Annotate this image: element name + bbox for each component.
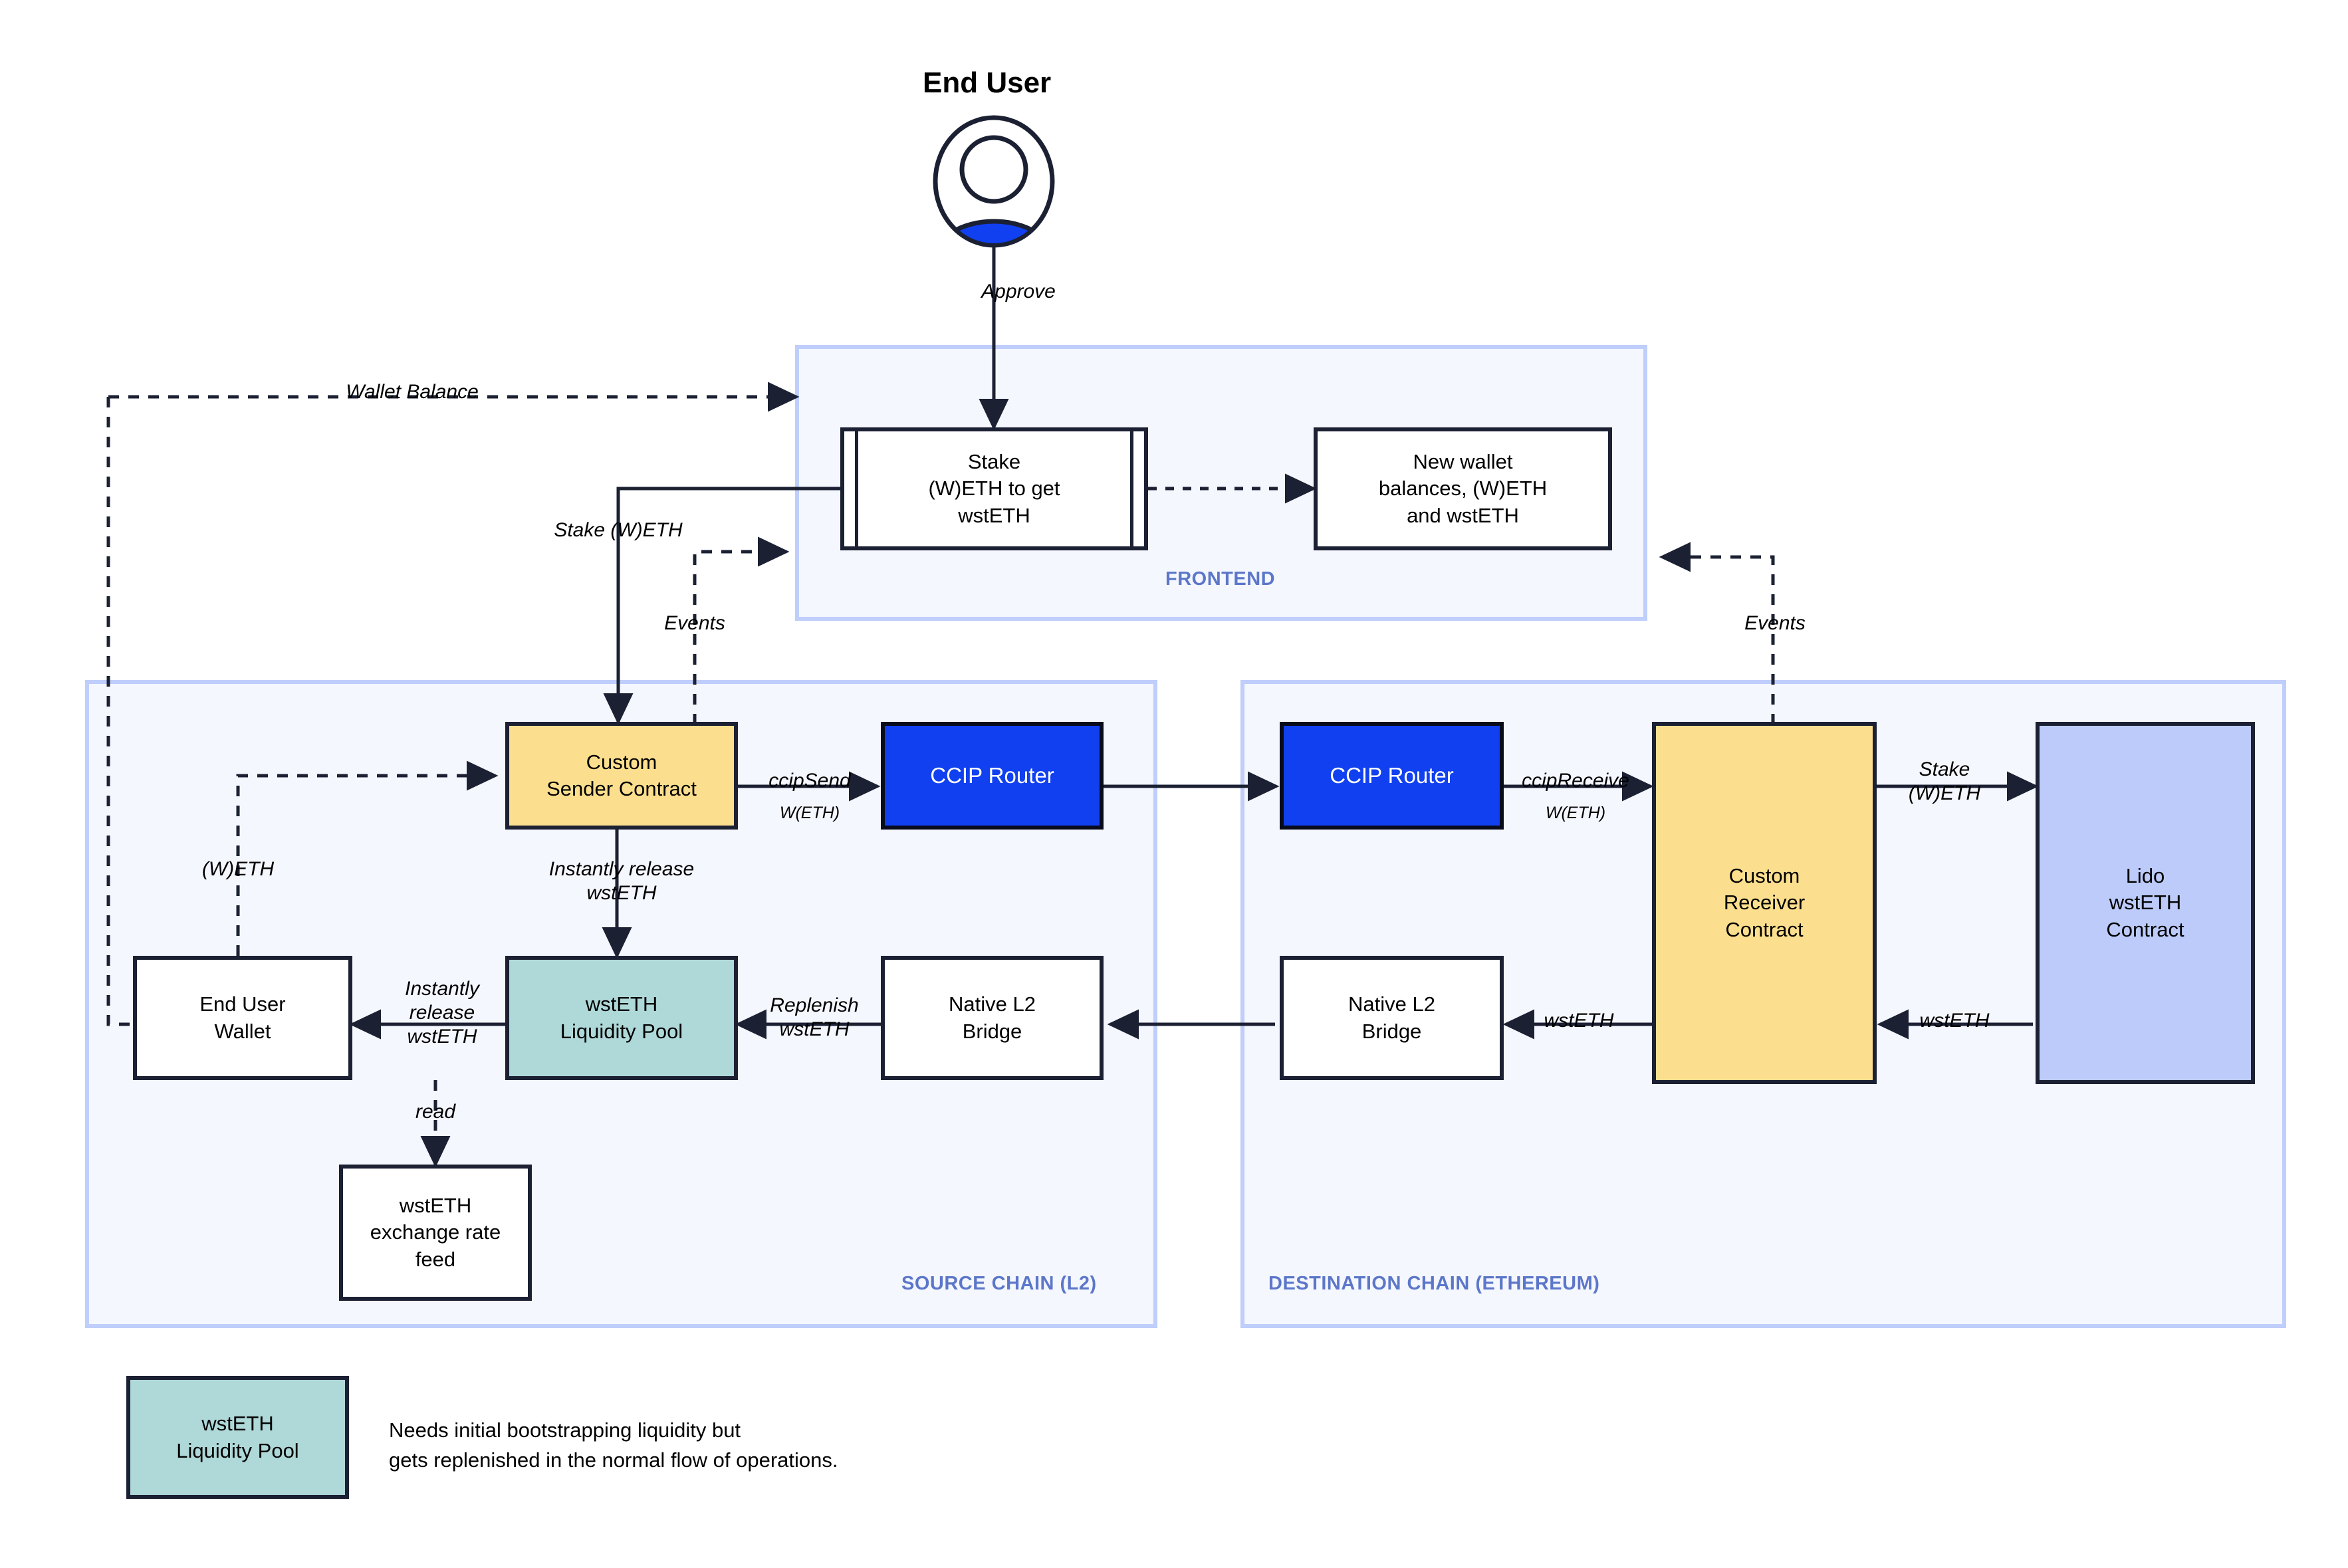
node-receiver-contract-label: Custom Receiver Contract [1723, 864, 1806, 941]
edge-label-wallet-balance: Wallet Balance [346, 381, 479, 403]
edge-label-ccip-receive: ccipReceive [1522, 770, 1629, 792]
zone-label-destination-chain: DESTINATION CHAIN (ETHEREUM) [1268, 1273, 1600, 1294]
zone-label-frontend: FRONTEND [1165, 568, 1276, 590]
edge-label-stake-weth-destination: Stake (W)ETH [1908, 758, 1981, 804]
edge-label-replenish-wsteth: Replenish wstETH [770, 994, 859, 1040]
edge-label-events-source: Events [664, 612, 725, 634]
node-native-bridge-source-label: Native L2 Bridge [949, 992, 1036, 1043]
node-stake-form[interactable]: Stake (W)ETH to get wstETH [840, 427, 1148, 550]
node-ccip-router-source-label: CCIP Router [930, 762, 1054, 788]
legend-note: Needs initial bootstrapping liquidity bu… [389, 1418, 838, 1472]
node-new-balances-label: New wallet balances, (W)ETH and wstETH [1378, 450, 1548, 527]
node-lido-contract-label: Lido wstETH Contract [2106, 864, 2184, 941]
node-rate-feed-label: wstETH exchange rate feed [370, 1194, 501, 1271]
legend-swatch-liquidity-pool: wstETH Liquidity Pool [126, 1376, 349, 1499]
node-end-user-wallet-label: End User Wallet [199, 992, 286, 1043]
edge-label-read: read [415, 1101, 456, 1123]
node-ccip-router-source[interactable]: CCIP Router [881, 722, 1104, 830]
edge-label-weth: (W)ETH [201, 858, 275, 880]
node-stake-form-label: Stake (W)ETH to get wstETH [928, 450, 1060, 527]
node-sender-contract-label: Custom Sender Contract [546, 750, 697, 800]
edge-label-wsteth-receiver-to-bridge: wstETH [1544, 1010, 1614, 1032]
edge-label-instantly-release-wsteth-vertical: Instantly release wstETH [548, 858, 695, 904]
node-liquidity-pool-label: wstETH Liquidity Pool [560, 992, 683, 1043]
edge-label-ccip-receive-token: W(ETH) [1545, 804, 1606, 822]
node-rate-feed[interactable]: wstETH exchange rate feed [339, 1165, 532, 1301]
edge-label-approve: Approve [981, 280, 1056, 302]
stake-form-subroutine-bars [855, 427, 1133, 550]
page-title: End User [923, 66, 1052, 99]
node-new-balances[interactable]: New wallet balances, (W)ETH and wstETH [1314, 427, 1612, 550]
edge-label-ccip-send: ccipSend [768, 770, 851, 792]
edge-label-ccip-send-token: W(ETH) [779, 804, 840, 822]
edge-label-events-destination: Events [1744, 612, 1806, 634]
node-native-bridge-destination-label: Native L2 Bridge [1348, 992, 1435, 1043]
node-end-user-wallet[interactable]: End User Wallet [133, 956, 352, 1080]
legend-swatch-label: wstETH Liquidity Pool [176, 1412, 299, 1462]
edge-label-wsteth-lido-to-receiver: wstETH [1919, 1010, 1990, 1032]
edge-label-instantly-release-wsteth-horizontal: Instantly release wstETH [405, 978, 479, 1048]
node-liquidity-pool[interactable]: wstETH Liquidity Pool [505, 956, 738, 1080]
node-lido-contract[interactable]: Lido wstETH Contract [2036, 722, 2255, 1084]
node-native-bridge-destination[interactable]: Native L2 Bridge [1280, 956, 1504, 1080]
node-sender-contract[interactable]: Custom Sender Contract [505, 722, 738, 830]
node-ccip-router-destination-label: CCIP Router [1330, 762, 1454, 788]
node-receiver-contract[interactable]: Custom Receiver Contract [1652, 722, 1877, 1084]
edge-label-stake-weth: Stake (W)ETH [554, 519, 683, 541]
node-native-bridge-source[interactable]: Native L2 Bridge [881, 956, 1104, 1080]
zone-label-source-chain: SOURCE CHAIN (L2) [901, 1273, 1097, 1294]
node-ccip-router-destination[interactable]: CCIP Router [1280, 722, 1504, 830]
